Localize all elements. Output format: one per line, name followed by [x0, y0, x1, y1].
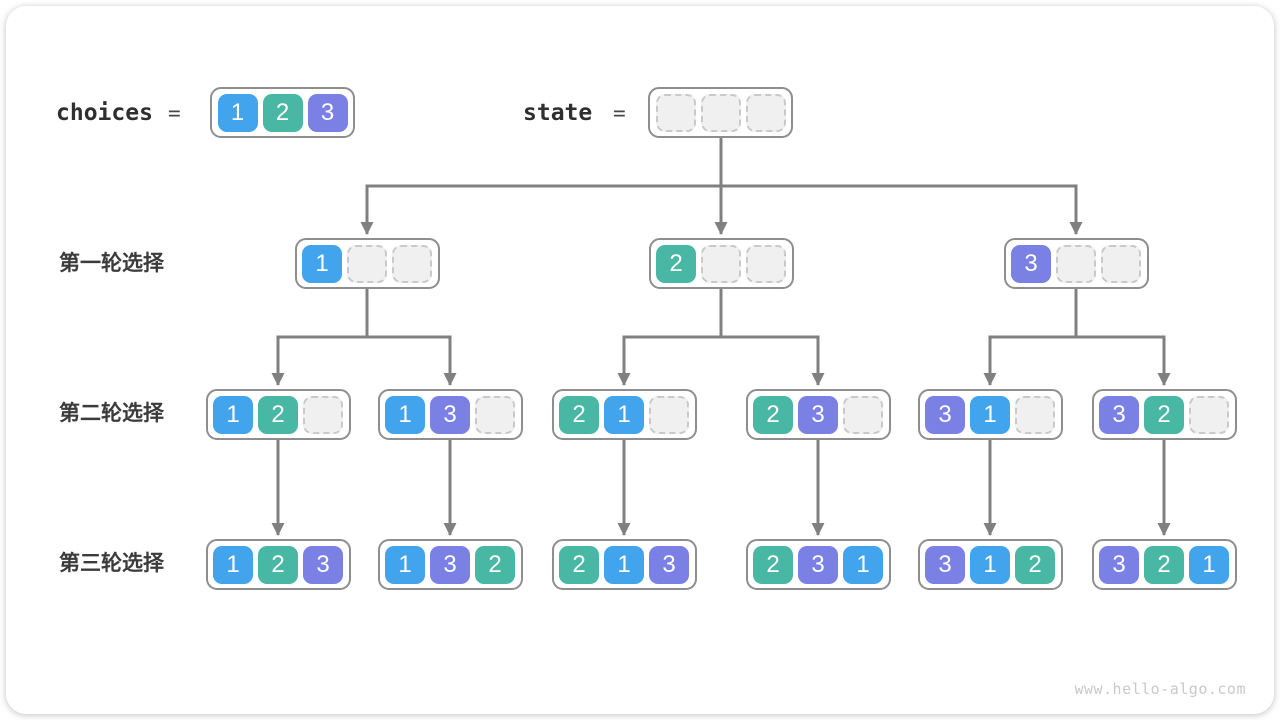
array-cell: 1: [604, 545, 644, 584]
array-cell: [475, 395, 515, 434]
array-cell: 1: [1189, 545, 1229, 584]
array-cell: 2: [262, 93, 303, 132]
state-node-2-1: 2 1: [551, 389, 697, 440]
array-cell: 3: [1099, 395, 1139, 434]
array-cell: [303, 395, 343, 434]
array-cell: 2: [559, 545, 599, 584]
array-cell: 3: [649, 545, 689, 584]
choices-label: choices: [56, 100, 153, 126]
array-cell: [347, 244, 387, 283]
array-cell: 1: [843, 545, 883, 584]
array-cell: 3: [1011, 244, 1051, 283]
state-node-1-3: 1 3: [377, 389, 523, 440]
row-label-round-1: 第一轮选择: [59, 252, 164, 275]
array-cell: 2: [475, 545, 515, 584]
array-cell: 3: [307, 93, 348, 132]
branch-connector-3: [983, 289, 1171, 386]
row-label-round-2: 第二轮选择: [59, 402, 164, 425]
state-node-3: 3: [1003, 238, 1149, 289]
array-cell: 3: [925, 395, 965, 434]
array-cell: [745, 93, 786, 132]
state-array-box: [648, 87, 793, 138]
array-cell: 1: [385, 545, 425, 584]
array-cell: 1: [213, 395, 253, 434]
tree-connectors: [271, 138, 1171, 536]
array-cell: 2: [559, 395, 599, 434]
array-cell: 1: [970, 395, 1010, 434]
array-cell: 3: [798, 545, 838, 584]
state-node-1-2-3: 1 2 3: [205, 539, 351, 590]
state-node-3-1-2: 3 1 2: [917, 539, 1063, 590]
array-cell: [843, 395, 883, 434]
array-cell: 2: [258, 395, 298, 434]
state-equals-sign: =: [613, 101, 626, 125]
array-cell: 2: [753, 395, 793, 434]
branch-connector-2: [617, 289, 825, 386]
array-cell: 3: [430, 545, 470, 584]
choices-equals-sign: =: [168, 101, 181, 125]
array-cell: [392, 244, 432, 283]
array-cell: [746, 244, 786, 283]
array-cell: 1: [302, 244, 342, 283]
array-cell: [1189, 395, 1229, 434]
array-cell: [1101, 244, 1141, 283]
array-cell: [701, 244, 741, 283]
array-cell: 3: [1099, 545, 1139, 584]
array-cell: [655, 93, 696, 132]
array-cell: [1015, 395, 1055, 434]
state-node-3-1: 3 1: [917, 389, 1063, 440]
state-node-2-3: 2 3: [745, 389, 891, 440]
array-cell: 1: [604, 395, 644, 434]
diagram-card: choices = 1 2 3 state = 第一轮选择 第二轮选择 第三轮选…: [6, 6, 1274, 714]
array-cell: 2: [753, 545, 793, 584]
array-cell: 2: [1015, 545, 1055, 584]
state-node-3-2-1: 3 2 1: [1091, 539, 1237, 590]
state-node-2-1-3: 2 1 3: [551, 539, 697, 590]
array-cell: [649, 395, 689, 434]
root-connector: [360, 138, 1083, 235]
row-label-round-3: 第三轮选择: [59, 552, 164, 575]
array-cell: [700, 93, 741, 132]
array-cell: 2: [656, 244, 696, 283]
array-cell: 2: [258, 545, 298, 584]
branch-connector-1: [271, 289, 457, 386]
state-node-2-3-1: 2 3 1: [745, 539, 891, 590]
state-node-1: 1: [294, 238, 440, 289]
state-node-1-2: 1 2: [205, 389, 351, 440]
array-cell: 1: [213, 545, 253, 584]
array-cell: 1: [217, 93, 258, 132]
array-cell: 2: [1144, 545, 1184, 584]
state-node-1-3-2: 1 3 2: [377, 539, 523, 590]
array-cell: 1: [970, 545, 1010, 584]
array-cell: 3: [303, 545, 343, 584]
array-cell: 3: [798, 395, 838, 434]
state-node-3-2: 3 2: [1091, 389, 1237, 440]
state-node-2: 2: [648, 238, 794, 289]
array-cell: 2: [1144, 395, 1184, 434]
watermark: www.hello-algo.com: [1074, 680, 1246, 698]
state-label: state: [523, 100, 593, 126]
choices-array-box: 1 2 3: [210, 87, 355, 138]
array-cell: 3: [430, 395, 470, 434]
connector-lines: [271, 138, 1171, 536]
leaf-connectors: [271, 440, 1171, 536]
array-cell: 1: [385, 395, 425, 434]
array-cell: [1056, 244, 1096, 283]
array-cell: 3: [925, 545, 965, 584]
